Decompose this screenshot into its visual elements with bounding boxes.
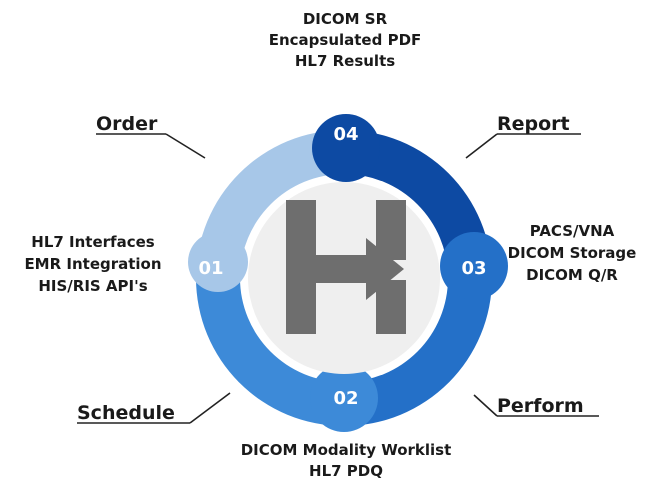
detail-text: Encapsulated PDF — [269, 31, 422, 49]
leader-order — [165, 133, 206, 159]
detail-text: DICOM Storage — [508, 244, 637, 262]
details-report: DICOM SR Encapsulated PDF HL7 Results — [269, 10, 422, 70]
stage-title-report: Report — [497, 113, 570, 135]
detail-text: HL7 Results — [295, 52, 395, 70]
detail-text: DICOM SR — [303, 10, 388, 28]
cap-report — [312, 114, 380, 182]
stage-number-03: 03 — [461, 258, 486, 279]
cap-schedule — [310, 364, 378, 432]
stage-title-perform: Perform — [497, 395, 584, 417]
h-arrow-logo-icon — [286, 200, 406, 334]
detail-text: HL7 PDQ — [309, 462, 383, 480]
leader-schedule — [189, 392, 231, 424]
stage-title-schedule: Schedule — [77, 402, 175, 424]
stage-number-04: 04 — [333, 124, 358, 145]
leader-report — [465, 133, 498, 159]
ring — [188, 114, 508, 432]
cap-order — [188, 232, 248, 292]
detail-text: HL7 Interfaces — [31, 233, 154, 251]
details-schedule: DICOM Modality Worklist HL7 PDQ — [241, 441, 452, 480]
segment-perform — [344, 278, 492, 426]
detail-text: PACS/VNA — [530, 222, 615, 240]
stage-number-01: 01 — [198, 258, 223, 279]
details-perform: PACS/VNA DICOM Storage DICOM Q/R — [508, 222, 637, 284]
detail-text: HIS/RIS API's — [38, 277, 147, 295]
detail-text: EMR Integration — [24, 255, 161, 273]
stage-number-02: 02 — [333, 388, 358, 409]
cap-perform — [440, 232, 508, 300]
stage-title-order: Order — [96, 113, 158, 135]
leader-perform — [473, 394, 498, 417]
segment-schedule — [196, 278, 344, 426]
details-order: HL7 Interfaces EMR Integration HIS/RIS A… — [24, 233, 161, 295]
detail-text: DICOM Q/R — [526, 266, 618, 284]
detail-text: DICOM Modality Worklist — [241, 441, 452, 459]
